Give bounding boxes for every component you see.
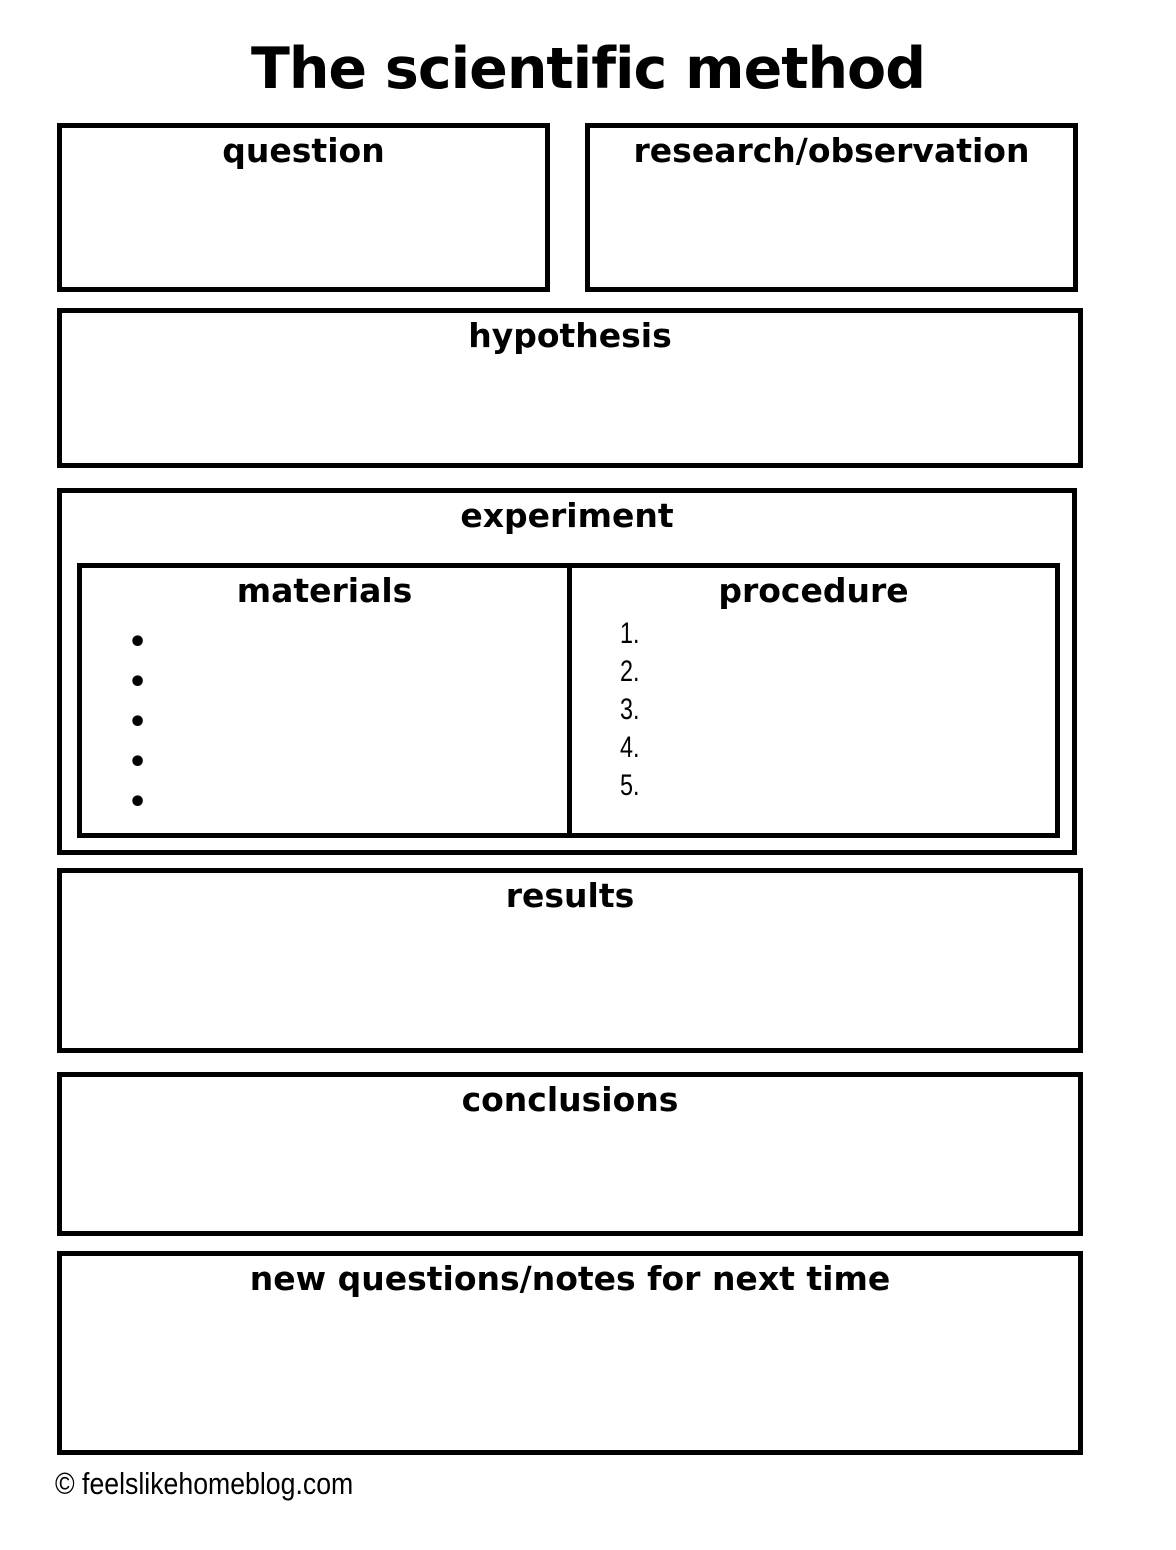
procedure-cell: procedure 1. 2. 3. 4. 5. — [572, 568, 1055, 833]
conclusions-box: conclusions — [57, 1072, 1083, 1236]
new-questions-box: new questions/notes for next time — [57, 1251, 1083, 1455]
procedure-step-number: 2. — [620, 655, 640, 689]
bullet-item: • — [128, 705, 148, 741]
research-observation-label: research/observation — [633, 131, 1030, 170]
procedure-step-number: 4. — [620, 731, 640, 765]
bullet-item: • — [128, 665, 148, 701]
experiment-label: experiment — [460, 496, 674, 535]
hypothesis-label: hypothesis — [468, 316, 672, 355]
procedure-number-list: 1. 2. 3. 4. 5. — [572, 615, 1055, 805]
results-label: results — [505, 876, 635, 915]
experiment-box: experiment materials • • • • • procedure… — [57, 488, 1077, 855]
procedure-step-number: 3. — [620, 693, 640, 727]
materials-label: materials — [236, 571, 413, 610]
question-box: question — [57, 123, 550, 292]
bullet-item: • — [128, 785, 148, 821]
bullet-item: • — [128, 625, 148, 661]
procedure-step-number: 5. — [620, 769, 640, 803]
copyright-footer: © feelslikehomeblog.com — [55, 1466, 354, 1501]
research-observation-box: research/observation — [585, 123, 1078, 292]
hypothesis-box: hypothesis — [57, 308, 1083, 468]
bullet-item: • — [128, 745, 148, 781]
procedure-label: procedure — [718, 571, 909, 610]
procedure-step-number: 1. — [620, 617, 640, 651]
new-questions-label: new questions/notes for next time — [249, 1259, 891, 1298]
materials-cell: materials • • • • • — [82, 568, 572, 833]
materials-bullet-list: • • • • • — [82, 623, 567, 823]
question-label: question — [222, 131, 385, 170]
conclusions-label: conclusions — [461, 1080, 679, 1119]
experiment-inner-table: materials • • • • • procedure 1. 2. 3. 4… — [77, 563, 1060, 838]
page-title: The scientific method — [250, 36, 926, 102]
results-box: results — [57, 868, 1083, 1053]
